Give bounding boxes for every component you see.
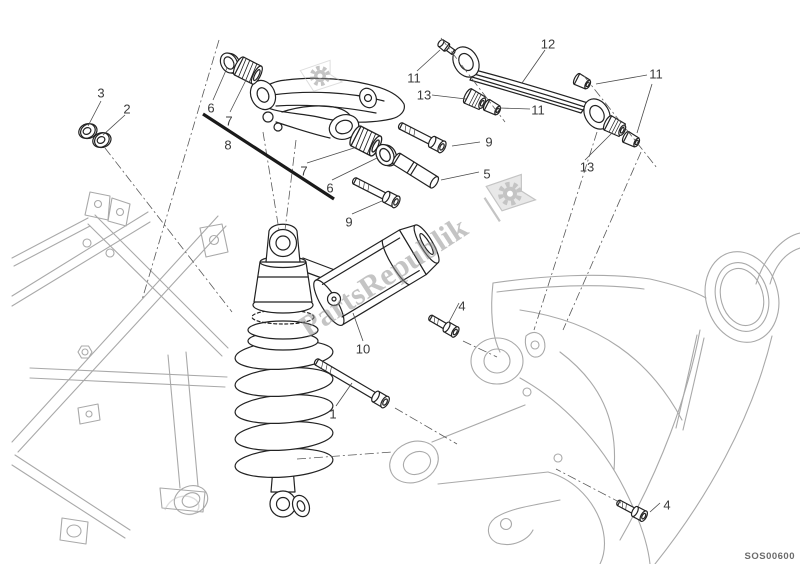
- callout-label-9: 9: [485, 135, 492, 150]
- callout-label-5: 5: [483, 167, 490, 182]
- callout-label-6: 6: [207, 101, 214, 116]
- cap-11-middle: [571, 71, 593, 92]
- construction-lines: [104, 37, 658, 504]
- shock-absorber-drawing: [234, 223, 440, 518]
- bolt-11-upper-left: [435, 37, 458, 58]
- pin-8: [202, 112, 335, 201]
- watermark-flourish: [164, 495, 200, 516]
- diagram-code: SOS00600: [745, 551, 795, 562]
- callout-label-2: 2: [123, 102, 130, 117]
- callout-label-4: 4: [663, 498, 670, 513]
- callout-label-11: 11: [531, 103, 545, 118]
- bolt-4-upper: [425, 311, 462, 340]
- callout-label-11: 11: [649, 67, 663, 82]
- callout-label-12: 12: [541, 37, 555, 52]
- callout-label-3: 3: [97, 86, 104, 101]
- callout-label-13: 13: [580, 160, 594, 175]
- reservoir: [313, 224, 440, 326]
- callout-label-6: 6: [326, 181, 333, 196]
- frame-drawing: [11, 191, 229, 545]
- callout-label-8: 8: [224, 138, 231, 153]
- rocker-arm-drawing: [249, 77, 405, 140]
- tie-rod-drawing: [452, 46, 611, 130]
- callout-label-7: 7: [225, 114, 232, 129]
- callout-label-11: 11: [407, 71, 421, 86]
- leader-lines: [87, 49, 661, 513]
- fasteners-drawing: [75, 37, 650, 524]
- pennant-flag-icon: [485, 173, 537, 212]
- gear-icon-top: [299, 59, 344, 92]
- pin-5: [392, 152, 440, 189]
- callout-label-1: 1: [329, 407, 336, 422]
- bolt-9-upper: [395, 118, 449, 155]
- callout-label-13: 13: [417, 88, 431, 103]
- swingarm-drawing: [389, 232, 800, 564]
- callout-label-9: 9: [345, 215, 352, 230]
- callout-label-7: 7: [300, 164, 307, 179]
- callout-label-10: 10: [356, 342, 370, 357]
- callout-label-4: 4: [458, 299, 465, 314]
